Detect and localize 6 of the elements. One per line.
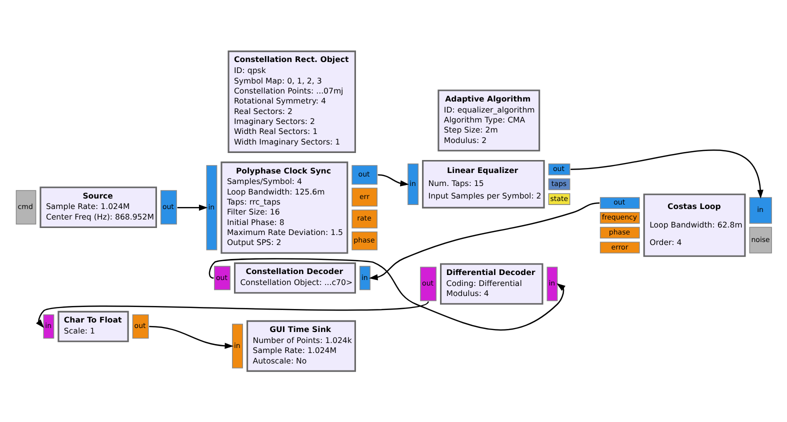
arrow bbox=[36, 300, 429, 328]
arrow bbox=[177, 204, 208, 211]
arrow bbox=[149, 326, 234, 349]
arrow bbox=[378, 174, 410, 186]
arrow bbox=[368, 202, 600, 280]
arrow bbox=[570, 150, 764, 199]
